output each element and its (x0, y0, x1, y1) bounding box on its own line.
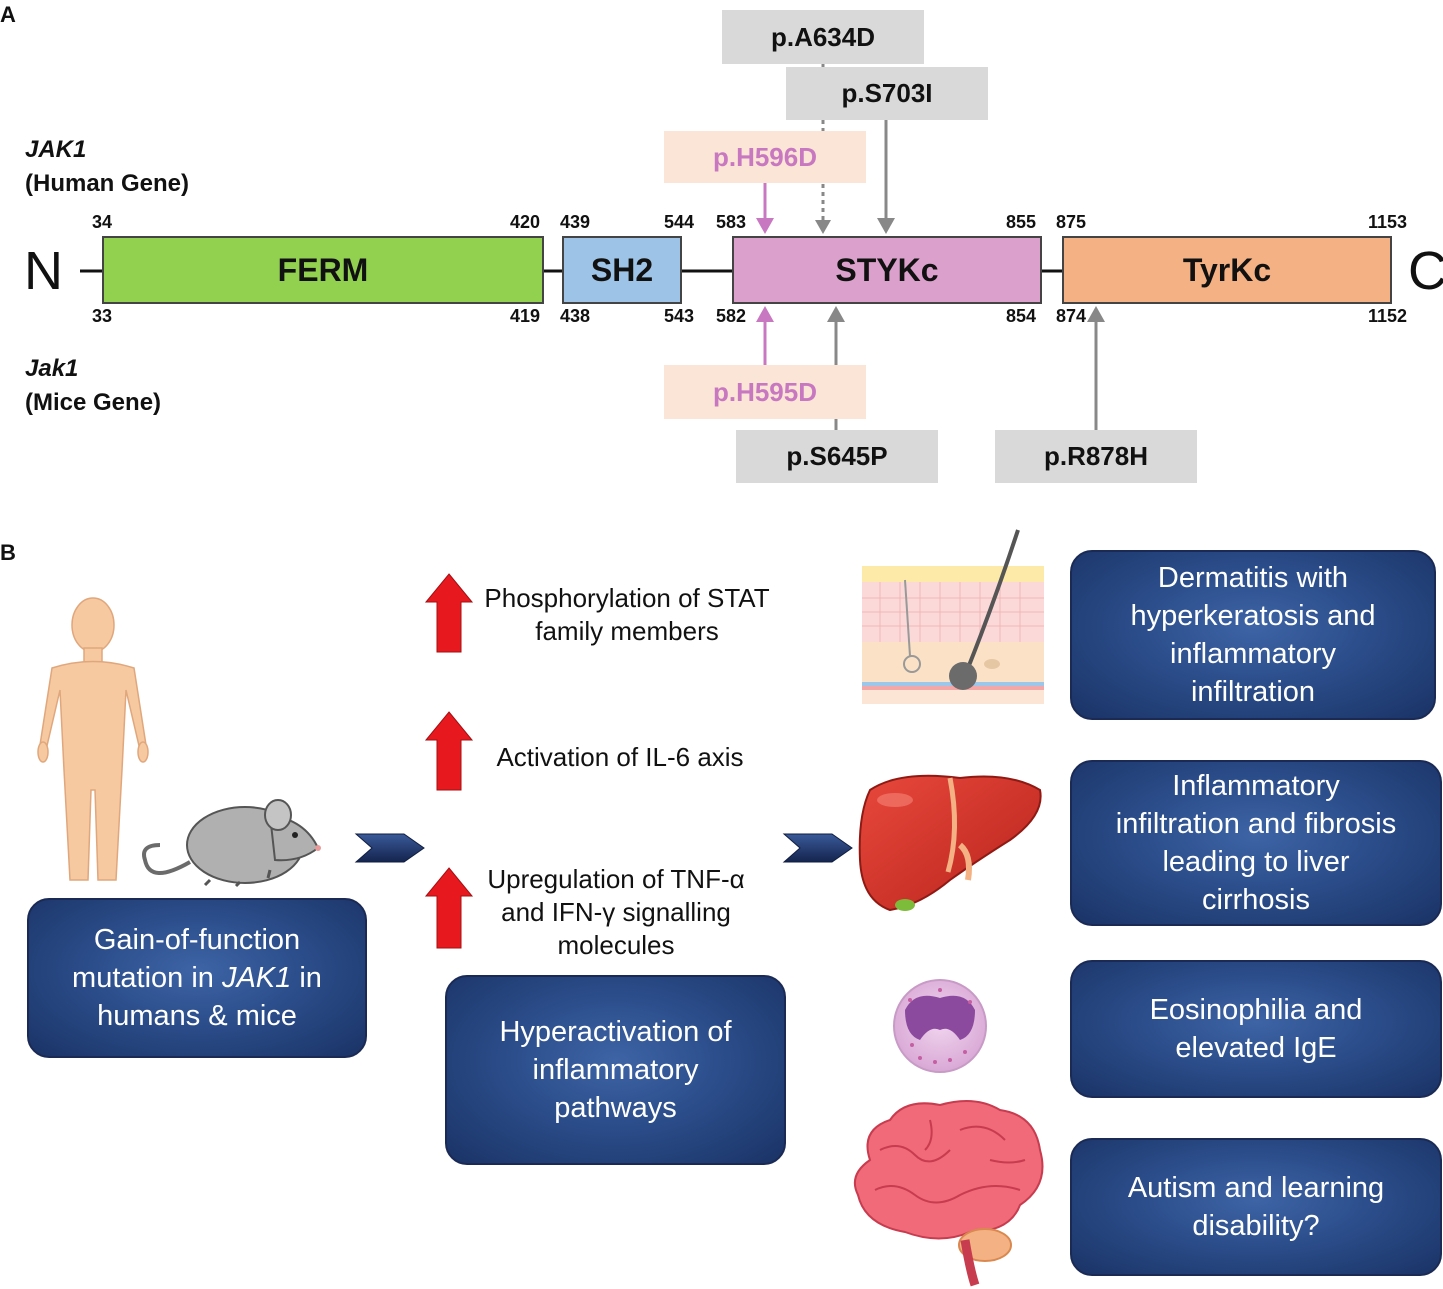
sh2-human-start: 439 (560, 212, 591, 232)
domain-ferm: FERM (102, 236, 544, 304)
tyrkc-mouse-end: 1152 (1368, 306, 1408, 326)
arrowhead-r878h (1087, 306, 1105, 322)
mouse-gene-subtitle: (Mice Gene) (25, 389, 162, 416)
arrowhead-s645p (827, 306, 845, 322)
outcome-line: inflammatory (1170, 638, 1336, 670)
cause-line: humans & mice (97, 1000, 297, 1032)
outcome-line: Eosinophilia and (1149, 994, 1363, 1026)
mouse-gene-label: Jak1 (Mice Gene) (25, 352, 161, 420)
outcome-line: Inflammatory (1172, 770, 1340, 802)
effect-line: molecules (557, 930, 675, 960)
effect-line: family members (535, 616, 719, 646)
cause-box: Gain-of-function mutation in JAK1 in hum… (27, 898, 367, 1058)
domain-tyrkc: TyrKc (1062, 236, 1392, 304)
outcome-skin: Dermatitis with hyperkeratosis and infla… (1070, 550, 1436, 720)
outcome-line: cirrhosis (1202, 884, 1310, 916)
panel-label-a: A (0, 2, 16, 27)
outcome-line: Dermatitis with (1157, 562, 1349, 594)
ferm-mouse-end: 419 (510, 306, 541, 326)
mechanism-line: pathways (554, 1092, 677, 1124)
effect-stat-phosphorylation: Phosphorylation of STAT family members (472, 582, 782, 648)
outcome-line: infiltration and fibrosis (1115, 808, 1397, 840)
effect-line: Upregulation of TNF-α (487, 864, 745, 894)
n-terminal-label: N (24, 241, 63, 301)
liver-icon (858, 774, 1042, 912)
red-up-arrow-icon (424, 711, 474, 791)
mouse-icon (142, 799, 321, 888)
sh2-human-end: 544 (664, 212, 695, 232)
mutation-s645p: p.S645P (736, 430, 938, 483)
outcome-neuro: Autism and learning disability? (1070, 1138, 1442, 1276)
human-gene-subtitle: (Human Gene) (25, 170, 190, 197)
effect-line: Activation of IL-6 axis (496, 742, 744, 772)
mechanism-line: Hyperactivation of (499, 1016, 732, 1048)
outcome-line: leading to liver (1162, 846, 1350, 878)
ferm-human-end: 420 (510, 212, 541, 232)
outcome-line: Autism and learning (1127, 1172, 1385, 1204)
mouse-gene-name: Jak1 (25, 355, 79, 382)
outcome-line: elevated IgE (1175, 1032, 1337, 1064)
red-up-arrow-icon (424, 573, 474, 653)
chevron-arrow-icon (354, 833, 425, 863)
stykc-mouse-end: 854 (1006, 306, 1037, 326)
effect-line: and IFN-γ signalling (501, 897, 731, 927)
outcome-liver: Inflammatory infiltration and fibrosis l… (1070, 760, 1442, 926)
ferm-human-start: 34 (92, 212, 113, 232)
chevron-arrow-icon (782, 833, 853, 863)
stykc-human-start: 583 (716, 212, 747, 232)
outcome-line: infiltration (1190, 676, 1316, 708)
domain-sh2: SH2 (562, 236, 682, 304)
human-gene-label: JAK1 (Human Gene) (25, 133, 189, 201)
mutation-h596d: p.H596D (664, 131, 866, 183)
outcome-line: hyperkeratosis and (1130, 600, 1376, 632)
cause-line: Gain-of-function (93, 924, 301, 956)
human-gene-name: JAK1 (25, 136, 87, 163)
stykc-human-end: 855 (1006, 212, 1037, 232)
effect-tnf-ifn-upregulation: Upregulation of TNF-α and IFN-γ signalli… (466, 863, 766, 962)
arrowhead-h595d (756, 306, 774, 322)
cause-text: mutation in (72, 962, 222, 994)
mutation-h595d: p.H595D (664, 365, 866, 419)
eosinophil-cell-icon (893, 979, 987, 1073)
effect-line: Phosphorylation of STAT (484, 583, 770, 613)
effect-il6-activation: Activation of IL-6 axis (470, 741, 770, 774)
mutation-a634d: p.A634D (722, 10, 924, 64)
mutation-r878h: p.R878H (995, 430, 1197, 483)
cause-text: in (291, 962, 322, 994)
sh2-mouse-start: 438 (560, 306, 591, 326)
human-figure-icon (37, 597, 149, 881)
skin-cross-section-icon (862, 529, 1044, 704)
panel-label-b: B (0, 540, 16, 565)
c-terminal-label: C (1408, 241, 1443, 301)
ferm-mouse-start: 33 (92, 306, 113, 326)
cause-gene: JAK1 (221, 962, 292, 994)
outcome-eosinophilia: Eosinophilia and elevated IgE (1070, 960, 1442, 1098)
mutation-s703i: p.S703I (786, 67, 988, 120)
arrowhead-s703i (877, 218, 895, 234)
sh2-mouse-end: 543 (664, 306, 695, 326)
tyrkc-human-start: 875 (1056, 212, 1087, 232)
cause-line: mutation in JAK1 in (72, 959, 322, 997)
outcome-line: disability? (1192, 1210, 1320, 1242)
stykc-mouse-start: 582 (716, 306, 747, 326)
arrowhead-h596d (756, 218, 774, 234)
mechanism-box: Hyperactivation of inflammatory pathways (445, 975, 786, 1165)
arrowhead-a634d (815, 220, 831, 234)
domain-stykc: STYKc (732, 236, 1042, 304)
red-up-arrow-icon (424, 867, 474, 949)
mechanism-line: inflammatory (532, 1054, 699, 1086)
tyrkc-human-end: 1153 (1368, 212, 1408, 232)
brain-icon (854, 1100, 1044, 1287)
tyrkc-mouse-start: 874 (1056, 306, 1087, 326)
